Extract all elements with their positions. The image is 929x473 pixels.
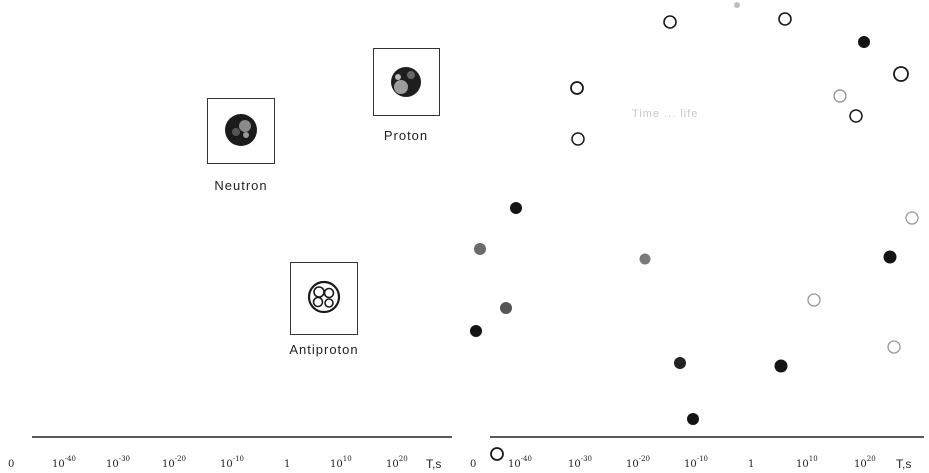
mottled-dot [734,2,740,8]
hollow-dot [807,293,821,307]
hollow-dot [778,12,792,26]
right-axis-tick: 1010 [796,455,818,470]
svg-text:1: 1 [284,459,290,470]
antiproton-box [290,262,358,335]
faint-caption: Time ... life [632,108,699,120]
left-axis-tick: 1 [284,459,290,470]
left-panel: Neutron Proton Antiproton 0 10-40 10-30 … [0,0,462,473]
neutron-icon [225,114,257,146]
filled-dot [774,359,788,373]
left-axis-tick: 10-40 [52,455,76,470]
mottled-dot [500,302,512,314]
filled-dot [510,202,522,214]
mottled-dot [674,357,686,369]
right-axis-tick: 1 [748,459,754,470]
neutron-box [207,98,275,164]
mottled-dot [474,243,486,255]
left-time-axis: 0 10-40 10-30 10-20 10-10 1 1010 1020 T,… [8,436,452,471]
left-axis-tick: 10-30 [106,455,130,470]
proton-label: Proton [383,128,429,143]
svg-text:1010: 1010 [796,455,818,470]
hollow-dot [490,447,504,461]
svg-text:10-30: 10-30 [106,455,130,470]
svg-text:10-40: 10-40 [52,455,76,470]
hollow-dot [849,109,863,123]
antiproton-icon [307,280,341,314]
left-axis-tick: 1020 [386,455,408,470]
svg-text:10-20: 10-20 [626,455,650,470]
hollow-dot [893,66,909,82]
filled-dot [883,250,897,264]
particle-dots [470,2,919,461]
left-axis-tick: 1010 [330,455,352,470]
right-time-axis: 0 10-40 10-30 10-20 10-10 1 1010 1020 T,… [470,436,924,471]
filled-dot [687,413,699,425]
hollow-dot [571,132,585,146]
left-axis-tick: 10-10 [220,455,244,470]
svg-text:1010: 1010 [330,455,352,470]
svg-text:1: 1 [748,459,754,470]
right-axis-tick: 1020 [854,455,876,470]
filled-dot [470,325,482,337]
neutron-label: Neutron [214,178,268,193]
left-axis-unit-label: T,s [426,457,441,471]
right-axis-tick: 10-10 [684,455,708,470]
svg-text:10-30: 10-30 [568,455,592,470]
svg-text:10-10: 10-10 [684,455,708,470]
hollow-dot [570,81,584,95]
right-axis-origin-label: 0 [470,459,476,470]
right-axis-tick: 10-40 [508,455,532,470]
hollow-dot [905,211,919,225]
right-axis-tick: 10-20 [626,455,650,470]
hollow-dot [663,15,677,29]
hollow-dot [833,89,847,103]
mottled-dot [639,253,651,265]
right-axis-tick: 10-30 [568,455,592,470]
proton-icon [391,67,421,97]
proton-box [373,48,440,116]
right-panel: Time ... life 0 10-40 10-30 10-20 [462,0,929,473]
left-axis-tick: 10-20 [162,455,186,470]
left-axis-origin-label: 0 [8,459,14,470]
antiproton-label: Antiproton [289,342,359,357]
svg-text:1020: 1020 [386,455,408,470]
svg-text:10-20: 10-20 [162,455,186,470]
hollow-dot [887,340,901,354]
right-axis-unit-label: T,s [896,457,911,471]
svg-text:10-40: 10-40 [508,455,532,470]
svg-text:1020: 1020 [854,455,876,470]
filled-dot [858,36,870,48]
svg-text:10-10: 10-10 [220,455,244,470]
